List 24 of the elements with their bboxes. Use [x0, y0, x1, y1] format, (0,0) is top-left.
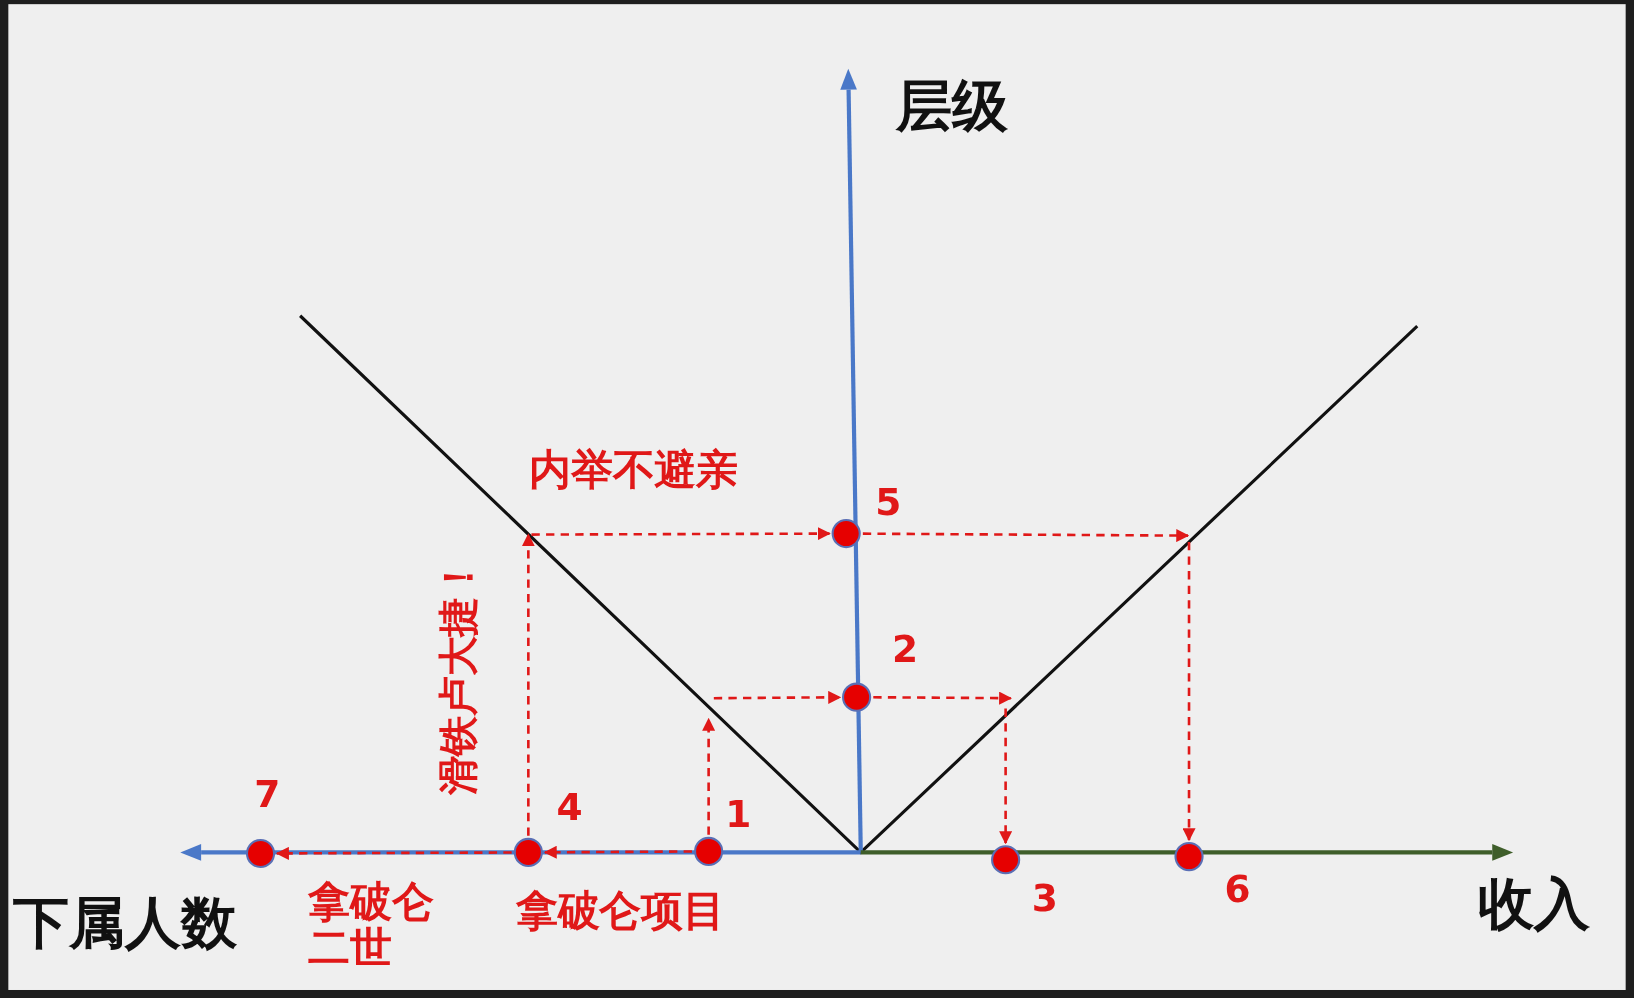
- arrow: [999, 708, 1013, 845]
- arrow: [713, 690, 842, 704]
- arrow: [862, 529, 1190, 543]
- point-number: 1: [725, 794, 752, 836]
- axis-label: 层级: [896, 75, 1009, 137]
- axis-label: 收入: [1477, 873, 1591, 936]
- point-number: 2: [892, 628, 919, 670]
- edge-label: 拿破仑二世: [308, 878, 435, 971]
- arrow: [543, 845, 692, 859]
- point-number: 6: [1224, 869, 1251, 911]
- arrow: [873, 691, 1013, 705]
- edge-label: 内举不避亲: [529, 446, 739, 492]
- point-number: 3: [1031, 877, 1058, 919]
- edge-label: 拿破仑项目: [515, 887, 726, 934]
- arrow: [1182, 541, 1196, 842]
- axis-label: 下属人数: [12, 892, 238, 954]
- point-number: 5: [875, 481, 902, 523]
- arrow: [521, 533, 535, 836]
- arrow: [702, 717, 716, 835]
- point-number: 4: [556, 786, 583, 829]
- arrow: [531, 527, 831, 541]
- point-number: 7: [254, 773, 281, 815]
- edge-label: 滑铁卢大捷！: [437, 557, 482, 796]
- arrow: [275, 846, 512, 860]
